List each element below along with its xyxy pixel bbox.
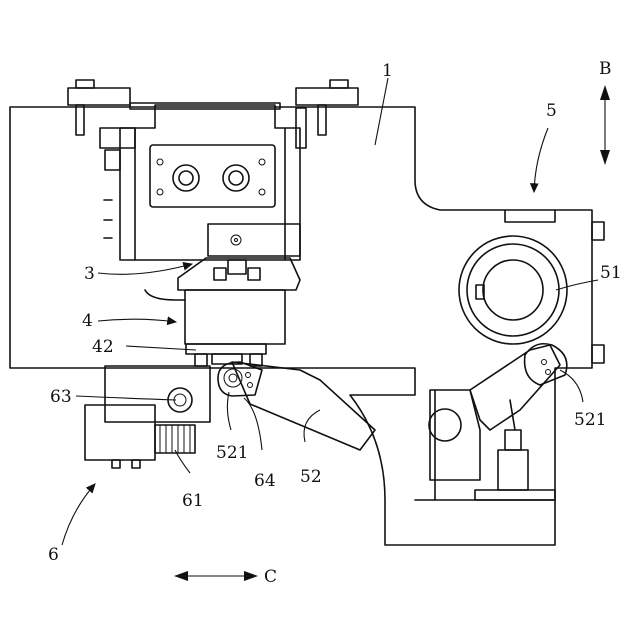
port-left [173, 165, 199, 191]
part-4-block [185, 290, 285, 344]
part-61-gear [155, 425, 195, 453]
part-6-lower-block [85, 405, 155, 460]
label-part-61: 61 [182, 491, 204, 511]
part-6-housing [105, 366, 210, 422]
part-52-arm [232, 362, 375, 450]
right-port [429, 409, 461, 441]
label-part-521-right: 521 [574, 410, 606, 430]
label-part-42: 42 [92, 337, 114, 357]
label-direction-b: B [599, 59, 612, 79]
right-top-bracket [296, 88, 358, 105]
right-lower-fixture [475, 400, 555, 500]
top-plate [130, 103, 280, 109]
label-part-5: 5 [546, 101, 557, 121]
label-part-52: 52 [300, 467, 322, 487]
direction-b-arrow [600, 85, 610, 165]
direction-c-arrow [174, 571, 258, 581]
label-part-63: 63 [50, 387, 72, 407]
label-part-4: 4 [82, 311, 93, 331]
port-right [223, 165, 249, 191]
label-direction-c: C [264, 567, 277, 587]
part-3-block [208, 224, 300, 256]
part-51-clamp [459, 210, 604, 363]
label-part-51: 51 [600, 263, 622, 283]
label-part-64: 64 [254, 471, 276, 491]
label-part-521-left: 521 [216, 443, 248, 463]
port-plate [150, 145, 275, 207]
right-arm [470, 345, 560, 430]
tool-housing [120, 105, 300, 260]
label-part-1: 1 [382, 61, 393, 81]
label-part-3: 3 [84, 264, 95, 284]
left-top-bracket [68, 88, 130, 105]
label-part-6: 6 [48, 545, 59, 565]
